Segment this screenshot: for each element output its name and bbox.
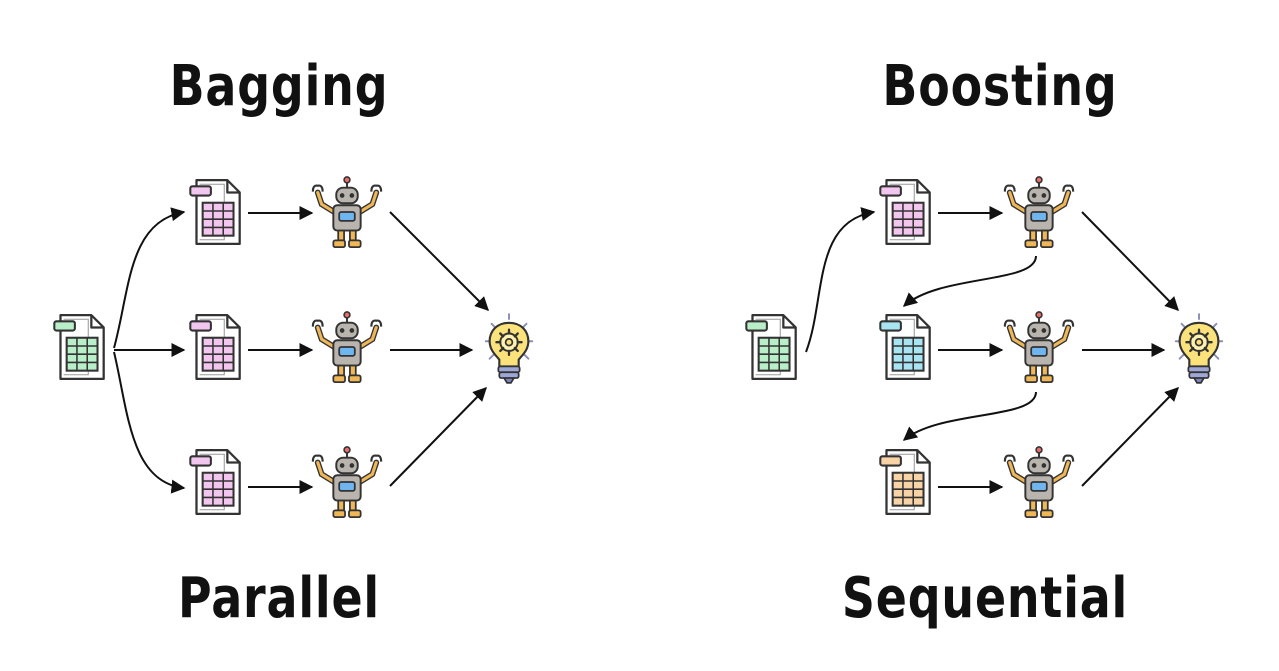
bag-split-arrow-3 (113, 351, 186, 494)
boost-sample-1-icon (879, 178, 931, 246)
bag-output-lightbulb-icon (484, 312, 534, 385)
boosting-panel (745, 177, 1224, 517)
boost-sample-3-icon (879, 448, 931, 516)
boost-input-arrow (805, 207, 876, 353)
bootstrap-sample-1-icon (189, 178, 241, 246)
bag-split-arrow-1 (113, 207, 186, 349)
boost-feedback-arrow-1 (902, 255, 1037, 307)
bootstrap-sample-3-icon (189, 448, 241, 516)
bag-model-3-robot-icon (313, 447, 381, 517)
boost-combine-arrow-1 (1081, 211, 1179, 312)
bag-combine-arrow-3 (389, 386, 487, 487)
bootstrap-sample-2-icon (189, 313, 241, 381)
bag-combine-arrow-1 (389, 211, 489, 311)
boost-model-2-robot-icon (1005, 312, 1073, 382)
boost-feedback-arrow-2 (902, 391, 1037, 441)
bag-model-2-robot-icon (313, 312, 381, 382)
source-dataset-icon (53, 313, 105, 381)
boost-output-lightbulb-icon (1174, 312, 1224, 385)
boost-combine-arrow-3 (1081, 386, 1179, 487)
boosting-title: Boosting (882, 54, 1118, 119)
boost-sample-2-icon (879, 313, 931, 381)
bagging-panel (53, 177, 534, 517)
bagging-caption: Parallel (178, 566, 380, 631)
boost-model-3-robot-icon (1005, 447, 1073, 517)
boost-source-dataset-icon (745, 313, 797, 381)
boosting-caption: Sequential (841, 566, 1129, 631)
bagging-title: Bagging (169, 54, 389, 119)
bag-model-1-robot-icon (313, 177, 381, 247)
boost-model-1-robot-icon (1005, 177, 1073, 247)
